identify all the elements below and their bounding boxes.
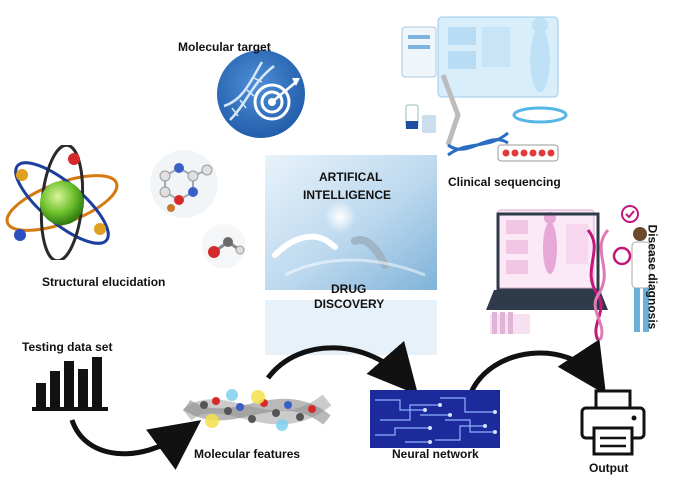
small-molecule-illustration — [198, 222, 250, 270]
disease-diagnosis-illustration — [480, 200, 660, 342]
printer-icon — [578, 388, 648, 458]
clinical-sequencing-illustration — [398, 5, 573, 173]
disease-diagnosis-label: Disease diagnosis — [645, 224, 660, 330]
ai-panel — [265, 155, 437, 290]
bar-chart-icon — [30, 355, 110, 413]
drug-title-line2: DISCOVERY — [314, 297, 385, 311]
clinical-sequencing-label: Clinical sequencing — [448, 175, 561, 189]
molecule-cluster-illustration — [145, 148, 223, 220]
arrow-network-to-output — [467, 339, 607, 396]
output-label: Output — [589, 461, 629, 475]
neural-network-illustration — [370, 390, 500, 448]
molecular-target-illustration — [212, 48, 310, 140]
ai-title-line1: ARTIFICAL — [319, 170, 383, 184]
molecular-features-illustration — [182, 375, 332, 445]
molecular-features-label: Molecular features — [194, 447, 301, 461]
testing-data-set-label: Testing data set — [22, 340, 113, 354]
ai-title-line2: INTELLIGENCE — [303, 188, 392, 202]
structural-elucidation-label: Structural elucidation — [42, 275, 166, 289]
molecular-target-label: Molecular target — [178, 40, 271, 54]
drug-title-line1: DRUG — [331, 282, 367, 296]
arrow-testing-to-features — [69, 419, 202, 470]
atom-illustration — [0, 145, 125, 260]
neural-network-label: Neural network — [392, 447, 479, 461]
